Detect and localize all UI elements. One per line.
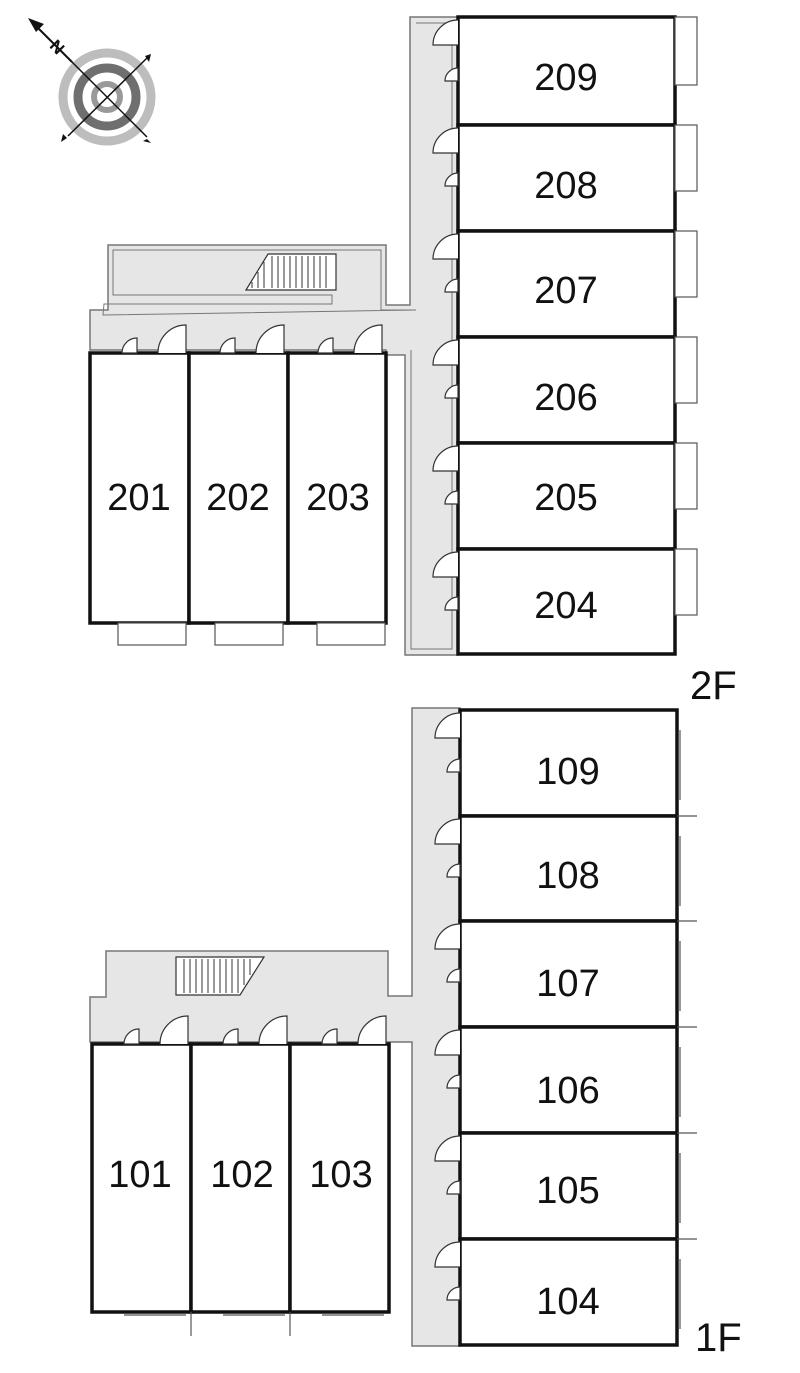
unit-206: 206 xyxy=(456,335,698,445)
unit-number: 209 xyxy=(534,57,597,99)
unit-108: 108 xyxy=(458,814,679,923)
unit-104: 104 xyxy=(458,1237,679,1347)
unit-102: 102 xyxy=(189,1042,292,1314)
floor-1f: 109 108 107 106 105 104 xyxy=(89,707,697,1347)
unit-number: 101 xyxy=(108,1154,171,1196)
unit-number: 105 xyxy=(536,1170,599,1212)
unit-number: 106 xyxy=(536,1070,599,1112)
unit-number: 205 xyxy=(534,477,597,519)
door-swings-2f-right xyxy=(432,19,459,611)
compass-rose-icon: N xyxy=(28,18,156,146)
staircase-2f xyxy=(244,253,337,291)
unit-201: 201 xyxy=(88,351,191,646)
unit-203: 203 xyxy=(286,351,388,646)
unit-209: 209 xyxy=(456,15,698,127)
unit-number: 107 xyxy=(536,963,599,1005)
unit-number: 102 xyxy=(210,1154,273,1196)
unit-number: 204 xyxy=(534,585,597,627)
unit-number: 108 xyxy=(536,855,599,897)
floor-label-2f: 2F xyxy=(690,664,737,708)
unit-number: 103 xyxy=(309,1154,372,1196)
unit-107: 107 xyxy=(458,919,679,1029)
unit-number: 203 xyxy=(306,477,369,519)
unit-number: 104 xyxy=(536,1281,599,1323)
unit-106: 106 xyxy=(458,1025,679,1135)
unit-number: 208 xyxy=(534,165,597,207)
unit-207: 207 xyxy=(456,229,698,339)
unit-number: 201 xyxy=(107,477,170,519)
window-ticks-1f xyxy=(677,730,697,1329)
unit-204: 204 xyxy=(456,547,698,656)
door-swings-1f-right xyxy=(434,712,461,1301)
floor-2f: 209 208 207 206 205 204 xyxy=(88,15,698,656)
door-swings-1f-left xyxy=(123,1015,387,1045)
unit-number: 202 xyxy=(206,477,269,519)
unit-105: 105 xyxy=(458,1131,679,1241)
unit-101: 101 xyxy=(90,1042,193,1314)
unit-109: 109 xyxy=(458,708,679,818)
floor-label-1f: 1F xyxy=(695,1316,742,1360)
unit-number: 206 xyxy=(534,377,597,419)
door-swings-2f-left xyxy=(121,324,383,354)
unit-number: 207 xyxy=(534,270,597,312)
unit-205: 205 xyxy=(456,441,698,551)
unit-202: 202 xyxy=(187,351,290,646)
unit-208: 208 xyxy=(456,123,698,233)
staircase-1f xyxy=(175,956,266,996)
unit-103: 103 xyxy=(288,1042,391,1314)
unit-number: 109 xyxy=(536,751,599,793)
window-ticks-1f-left xyxy=(124,1312,384,1336)
